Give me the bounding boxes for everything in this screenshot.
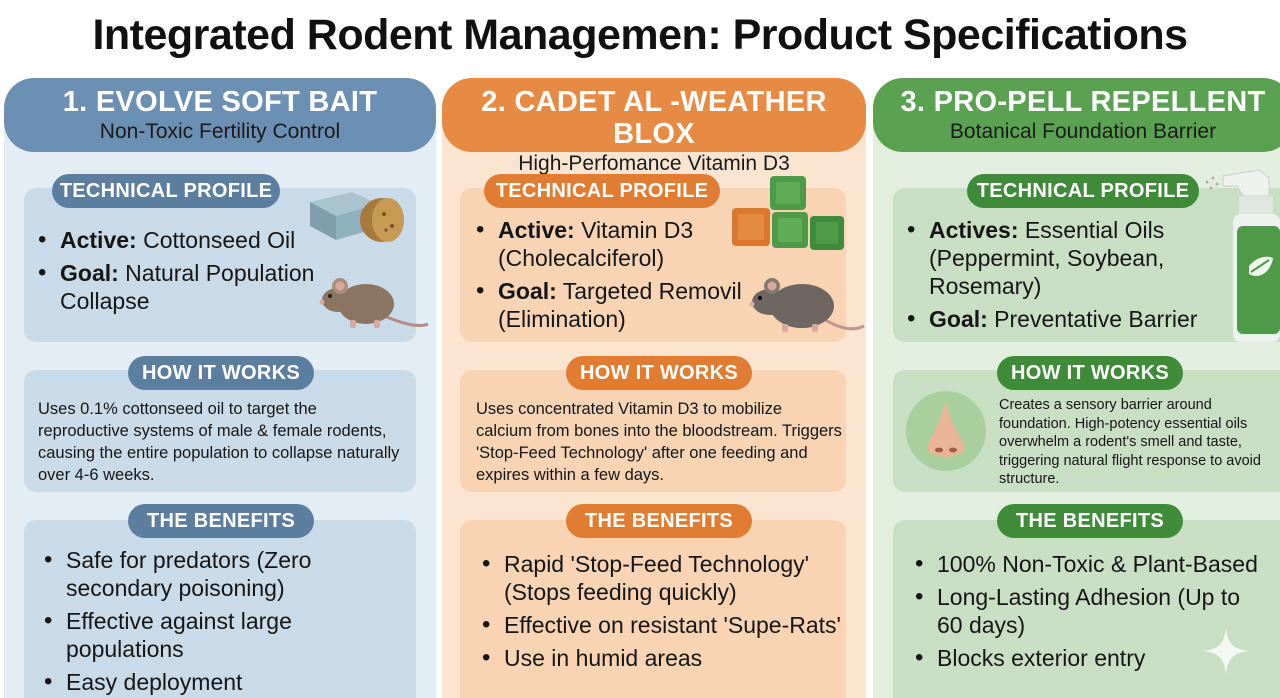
technical-profile-label: TECHNICAL PROFILE: [52, 174, 280, 208]
technical-profile-list: Actives: Essential Oils (Peppermint, Soy…: [907, 216, 1219, 338]
list-item: Goal: Natural Population Collapse: [38, 259, 338, 315]
technical-profile-list: Active: Cottonseed Oil Goal: Natural Pop…: [38, 226, 338, 320]
rat-icon: [749, 278, 865, 332]
soft-bait-block-icon: [310, 192, 404, 242]
column-header: 3. PRO-PELL REPELLENT Botanical Foundati…: [873, 78, 1280, 152]
page-title: Integrated Rodent Managemen: Product Spe…: [92, 11, 1188, 59]
product-subtitle: Non-Toxic Fertility Control: [99, 120, 341, 143]
list-item: Actives: Essential Oils (Peppermint, Soy…: [907, 216, 1219, 300]
product-column-evolve: 1. EVOLVE SOFT BAIT Non-Toxic Fertility …: [4, 78, 436, 698]
how-it-works-text: Creates a sensory barrier around foundat…: [999, 397, 1261, 487]
column-header: 2. CADET AL -WEATHER BLOX High-Perfomanc…: [442, 78, 866, 175]
list-item: Active: Cottonseed Oil: [38, 226, 338, 254]
how-it-works-label: HOW IT WORKS: [997, 356, 1183, 390]
bait-blocks-icon: [732, 176, 844, 250]
benefits-list: Safe for predators (Zero secondary poiso…: [44, 546, 344, 698]
list-item: Effective on resistant 'Supe-Rats': [482, 611, 842, 639]
benefits-list: Rapid 'Stop-Feed Technology' (Stops feed…: [482, 550, 842, 677]
product-subtitle: Botanical Foundation Barrier: [949, 120, 1217, 143]
product-name: 1. EVOLVE SOFT BAIT: [62, 86, 378, 118]
technical-profile-label: TECHNICAL PROFILE: [484, 174, 720, 208]
list-item: Active: Vitamin D3 (Cholecalciferol): [476, 216, 760, 272]
technical-profile-label: TECHNICAL PROFILE: [967, 174, 1199, 208]
how-it-works-text: Uses 0.1% cottonseed oil to target the r…: [38, 400, 400, 484]
nose-icon: [906, 391, 986, 471]
benefits-list: 100% Non-Toxic & Plant-Based Long-Lastin…: [915, 550, 1265, 677]
product-name: 2. CADET AL -WEATHER BLOX: [481, 86, 827, 150]
list-item: Rapid 'Stop-Feed Technology' (Stops feed…: [482, 550, 842, 606]
spray-bottle-icon: [1205, 169, 1280, 342]
list-item: Long-Lasting Adhesion (Up to 60 days): [915, 583, 1265, 639]
how-it-works-label: HOW IT WORKS: [566, 356, 752, 390]
sparkle-icon: [1203, 628, 1249, 674]
list-item: Goal: Preventative Barrier: [907, 305, 1219, 333]
how-it-works-panel: [460, 370, 846, 492]
benefits-label: THE BENEFITS: [566, 504, 752, 538]
how-it-works-panel: [24, 370, 416, 492]
list-item: Use in humid areas: [482, 644, 842, 672]
product-name: 3. PRO-PELL REPELLENT: [900, 86, 1266, 118]
list-item: 100% Non-Toxic & Plant-Based: [915, 550, 1265, 578]
technical-profile-list: Active: Vitamin D3 (Cholecalciferol) Goa…: [476, 216, 760, 338]
list-item: Goal: Targeted Removil (Elimination): [476, 277, 760, 333]
list-item: Effective against large populations: [44, 607, 344, 663]
list-item: Blocks exterior entry: [915, 644, 1265, 672]
product-column-cadet: 2. CADET AL -WEATHER BLOX High-Perfomanc…: [442, 78, 866, 698]
list-item: Easy deployment: [44, 668, 344, 696]
how-it-works-label: HOW IT WORKS: [128, 356, 314, 390]
mouse-icon: [319, 278, 429, 328]
list-item: Safe for predators (Zero secondary poiso…: [44, 546, 344, 602]
product-subtitle: High-Perfomance Vitamin D3: [518, 152, 790, 175]
benefits-label: THE BENEFITS: [128, 504, 314, 538]
column-header: 1. EVOLVE SOFT BAIT Non-Toxic Fertility …: [4, 78, 436, 152]
how-it-works-text: Uses concentrated Vitamin D3 to mobilize…: [476, 400, 842, 484]
benefits-label: THE BENEFITS: [997, 504, 1183, 538]
product-column-pro-pell: 3. PRO-PELL REPELLENT Botanical Foundati…: [873, 78, 1280, 698]
